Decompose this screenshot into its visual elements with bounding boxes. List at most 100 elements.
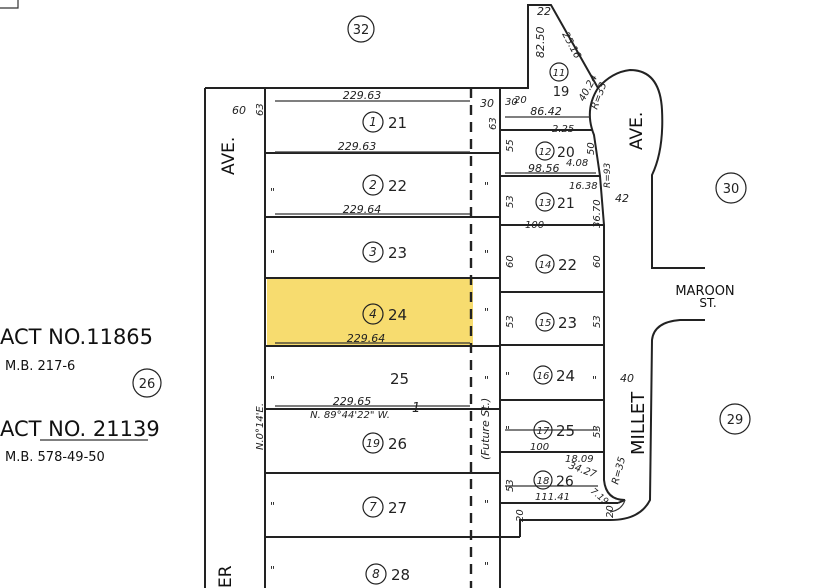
ditto-mark: " — [505, 370, 510, 383]
dim-60-b: 60 — [505, 255, 516, 268]
block-26-label: 26 — [139, 377, 156, 392]
west-lot-25[interactable]: 25 — [390, 370, 409, 388]
ave-right-label: AVE. — [627, 112, 647, 150]
dim-r35: R=35 — [610, 456, 628, 486]
lot-circle — [549, 62, 569, 82]
lot-number: 23 — [388, 244, 407, 262]
west-lot-1[interactable]: 1 21 — [362, 111, 407, 133]
lot-circle — [365, 563, 387, 585]
ditto-mark: " — [270, 374, 275, 387]
west-lot-7[interactable]: 7 27 — [362, 496, 407, 518]
lot-circle-number: 3 — [369, 245, 377, 259]
ditto-mark: " — [270, 186, 275, 199]
street-er-fragment: ER — [216, 565, 236, 588]
lot-circle-number: 16 — [537, 371, 550, 382]
dim-229-64-b: 229.64 — [347, 332, 386, 345]
lot-circle-number: 11 — [553, 68, 566, 79]
maroon-label: MAROON — [675, 284, 734, 299]
dim-60: 60 — [232, 104, 246, 117]
lot-number: 21 — [388, 114, 407, 132]
lot-circle — [362, 303, 384, 325]
lot-circle-number: 13 — [539, 198, 552, 209]
east-lot-16[interactable]: 16 24 — [533, 365, 575, 385]
ditto-mark: " — [484, 498, 489, 511]
block-32-circle — [347, 15, 375, 43]
tract-11865-mb: M.B. 217-6 — [5, 359, 75, 374]
dim-53-c: 53 — [592, 315, 603, 328]
east-lot-15[interactable]: 15 23 — [535, 312, 577, 332]
ditto-mark: " — [270, 500, 275, 513]
bearing-west: N.0°14'E. — [255, 403, 266, 450]
dim-100-b: 100 — [530, 442, 549, 453]
west-lot-19[interactable]: 19 26 — [362, 432, 407, 454]
lot-circle-number: 12 — [539, 147, 552, 158]
west-lot-4[interactable]: 4 24 — [362, 303, 407, 325]
dim-22: 22 — [537, 5, 551, 18]
east-block-bottom — [519, 519, 610, 537]
east-lot-17[interactable]: 17 25 — [533, 420, 575, 440]
east-lot-14[interactable]: 14 22 — [535, 254, 577, 274]
ditto-mark: " — [270, 564, 275, 577]
east-lot-13[interactable]: 13 21 — [535, 192, 575, 212]
dim-55: 55 — [505, 139, 516, 152]
dim-20-b: 20 — [605, 505, 616, 518]
ditto-mark: " — [484, 560, 489, 573]
dim-18-09: 18.09 — [565, 454, 594, 465]
millet-ave-south-curve — [609, 319, 705, 521]
east-lot-11[interactable]: 11 19 — [549, 62, 570, 100]
lot-circle-number: 4 — [369, 307, 377, 321]
lot-number: 19 — [553, 85, 570, 100]
ditto-mark: " — [484, 248, 489, 261]
dim-229-64-a: 229.64 — [343, 203, 382, 216]
lot-circle — [535, 312, 555, 332]
lot-circle-number: 7 — [369, 500, 377, 514]
block-30-label: 30 — [723, 182, 740, 197]
corner-mark — [0, 0, 19, 9]
small-curve — [609, 499, 626, 513]
dim-63-right: 63 — [488, 117, 499, 130]
lot-circle — [362, 241, 384, 263]
lot-number: 25 — [390, 370, 409, 388]
lot-number: 28 — [391, 566, 410, 584]
west-lot-2[interactable]: 2 22 — [362, 174, 407, 196]
dim-36-70: 36.70 — [592, 199, 603, 228]
block-32-label: 32 — [353, 23, 370, 38]
dim-53-a: 53 — [505, 195, 516, 208]
highlighted-lot-24[interactable] — [267, 278, 473, 346]
lot-circle-number: 15 — [539, 318, 552, 329]
west-lot-3[interactable]: 3 23 — [362, 241, 407, 263]
dim-82-50: 82.50 — [534, 27, 547, 59]
lot-circle — [535, 254, 555, 274]
ditto-mark: " — [484, 374, 489, 387]
maroon-st-label: ST. — [699, 296, 716, 310]
lot-circle — [362, 432, 384, 454]
dim-30-b: 30 — [505, 97, 518, 108]
east-lot-12[interactable]: 12 20 — [535, 141, 575, 161]
west-lot-8[interactable]: 8 28 — [365, 563, 410, 585]
ditto-mark: " — [505, 424, 510, 437]
block-30-circle — [715, 172, 747, 204]
lot-circle — [362, 111, 384, 133]
lot-circle-number: 14 — [539, 260, 552, 271]
dim-53-d: 53 — [592, 425, 603, 438]
dim-229-65: 229.65 — [333, 395, 372, 408]
block-29-circle — [719, 403, 751, 435]
lot-number: 20 — [557, 145, 575, 161]
millet-label: MILLET — [628, 391, 649, 455]
dim-42: 42 — [615, 192, 629, 205]
dim-40: 40 — [620, 372, 634, 385]
dim-30-a: 30 — [480, 97, 494, 110]
east-lot-18[interactable]: 18 26 — [533, 470, 574, 490]
ave-left-label: AVE. — [219, 137, 239, 175]
mark-1: 1 — [412, 401, 420, 416]
lot-circle — [362, 496, 384, 518]
dim-60-c: 60 — [592, 255, 603, 268]
tract-11865-label: ACT NO.11865 — [0, 325, 153, 349]
dim-16-38: 16.38 — [569, 181, 598, 192]
future-street-label: (Future St.) — [479, 398, 492, 460]
lot-number: 22 — [388, 177, 407, 195]
east-block-top — [500, 4, 599, 89]
lot-number: 22 — [558, 256, 577, 274]
lot-circle — [533, 420, 553, 440]
